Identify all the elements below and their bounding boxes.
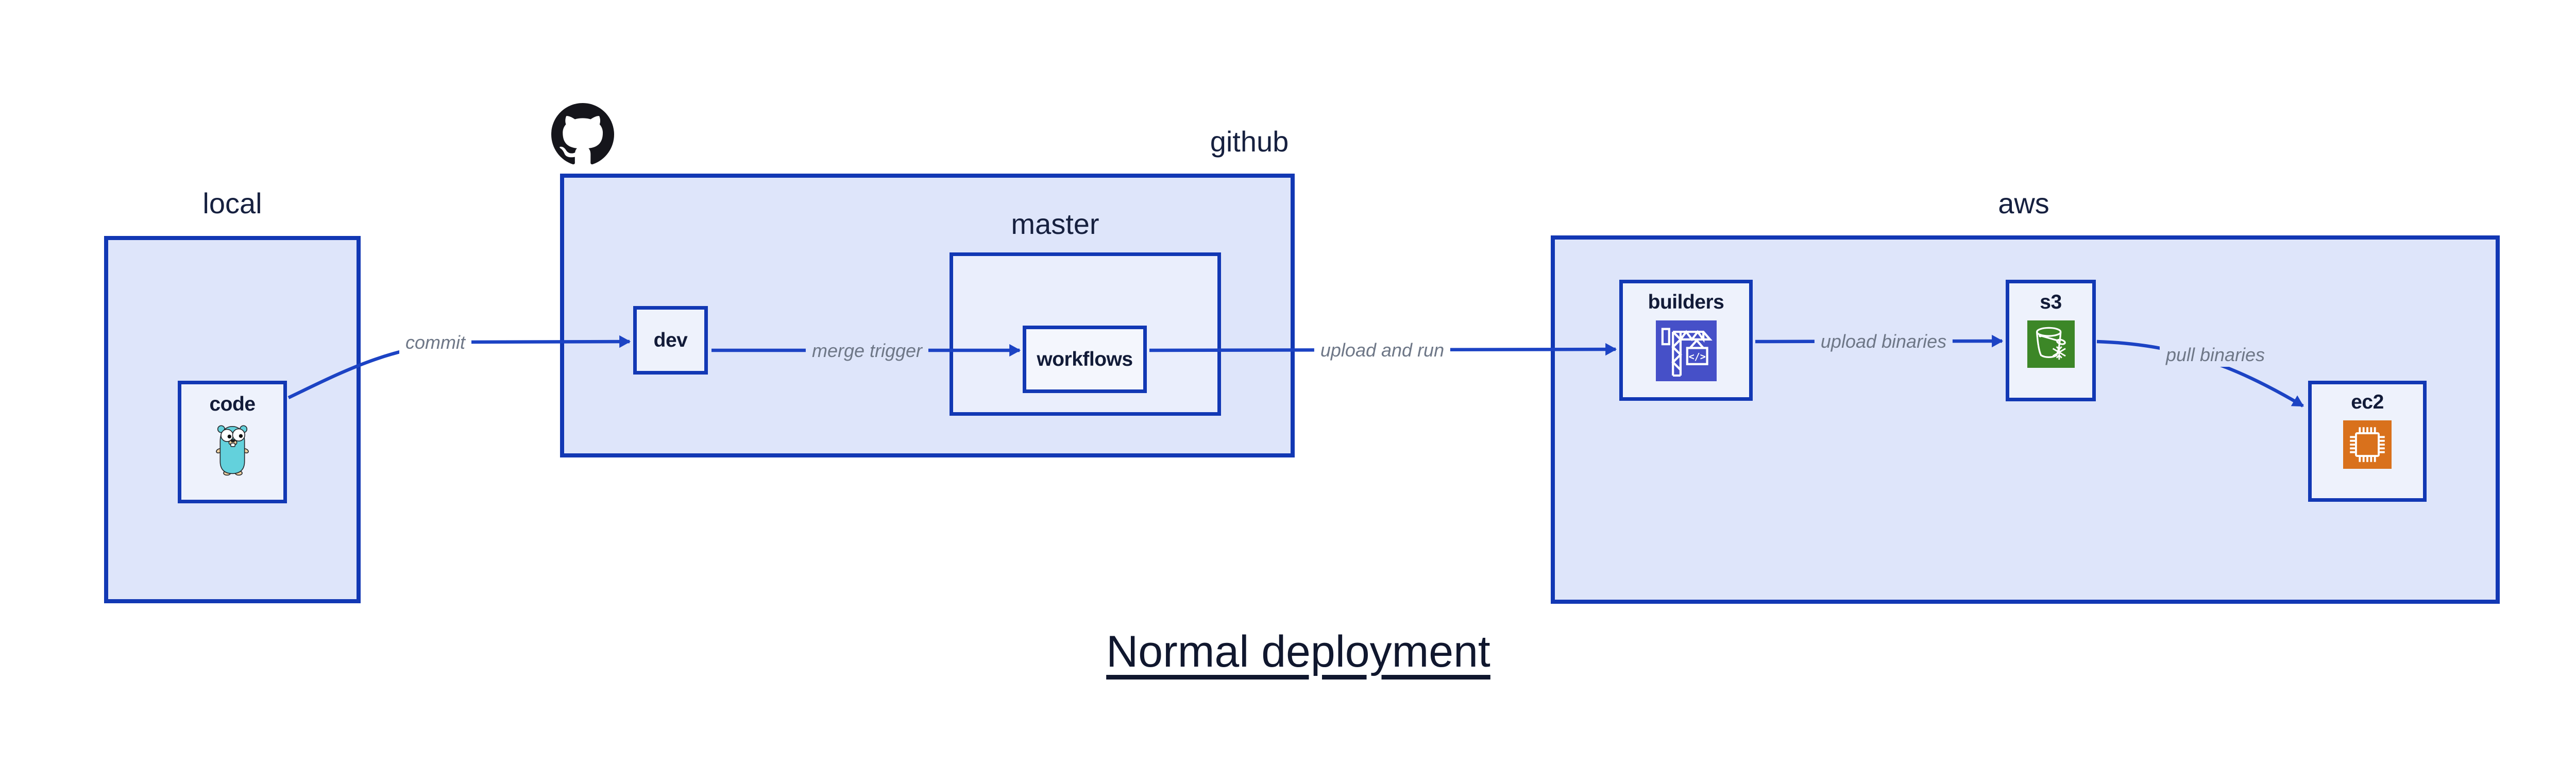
edge-label-pull-binaries: pull binaries <box>2159 343 2272 367</box>
go-gopher-icon <box>216 425 249 476</box>
node-ec2: ec2 <box>2308 381 2427 502</box>
zone-label-github: github <box>1210 125 1289 158</box>
node-s3: s3 <box>2006 280 2096 401</box>
aws-s3-glacier-icon <box>2027 320 2075 368</box>
node-dev: dev <box>633 306 708 375</box>
github-logo-icon <box>551 103 614 164</box>
zone-label-aws: aws <box>1998 187 2049 219</box>
node-builders-label: builders <box>1648 291 1724 313</box>
node-workflows: workflows <box>1023 326 1147 393</box>
node-workflows-label: workflows <box>1037 348 1133 370</box>
node-code-label: code <box>209 393 256 415</box>
edge-label-upload-and-run: upload and run <box>1314 338 1451 362</box>
diagram-title: Normal deployment <box>1106 627 1490 676</box>
edge-label-merge-trigger: merge trigger <box>805 339 929 363</box>
node-code: code <box>178 381 287 503</box>
node-s3-label: s3 <box>2040 291 2062 313</box>
edge-label-upload-binaries: upload binaries <box>1814 330 1953 353</box>
aws-codebuild-icon: </> <box>1655 320 1717 381</box>
node-builders: builders </> <box>1619 280 1753 401</box>
zone-label-master: master <box>1011 208 1099 240</box>
node-dev-label: dev <box>653 329 688 351</box>
codebuild-code-glyph: </> <box>1688 352 1705 363</box>
aws-ec2-icon <box>2343 420 2392 469</box>
node-ec2-label: ec2 <box>2351 391 2384 413</box>
zone-label-local: local <box>202 187 262 219</box>
edge-label-commit: commit <box>399 331 471 354</box>
